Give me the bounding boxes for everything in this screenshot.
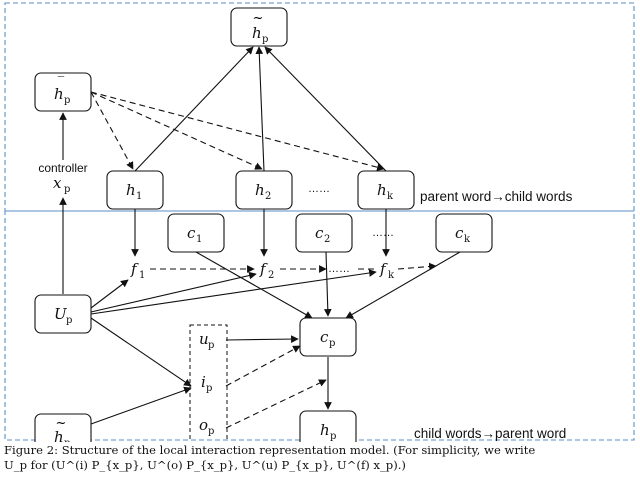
label-h1: h 1 [126, 181, 142, 202]
node-box-h-tilde-top [230, 7, 288, 47]
edge-up-to-f1 [90, 279, 129, 309]
node-box-ck [435, 213, 493, 253]
svg-text:p: p [64, 438, 70, 442]
svg-text:h: h [255, 181, 265, 199]
parent-to-child-label: parent word→child words [420, 189, 573, 204]
edge-up-to-gates [90, 317, 192, 387]
svg-text:2: 2 [265, 191, 271, 202]
edge-hk-to-htilde [264, 46, 387, 172]
svg-text:p: p [262, 34, 268, 45]
svg-text:p: p [208, 340, 214, 351]
svg-text:k: k [464, 234, 471, 245]
svg-text:h: h [54, 428, 64, 442]
svg-text:i: i [201, 373, 206, 391]
edge-ck-to-cp [345, 251, 461, 319]
dots-c: …… [372, 227, 394, 239]
svg-text:k: k [388, 270, 395, 281]
svg-text:~: ~ [56, 416, 67, 431]
label-ck: c k [455, 224, 471, 245]
edge-up-to-fk [90, 269, 377, 315]
edge-c2-to-cp [323, 251, 332, 317]
label-h-p-bottom: h p [320, 421, 336, 442]
node-box-c1 [167, 213, 225, 253]
edge-fk-to-right [397, 262, 437, 271]
label-f1: f 1 [130, 260, 145, 281]
svg-text:2: 2 [324, 234, 330, 245]
label-u-gate: u p [199, 330, 214, 351]
svg-text:h: h [54, 85, 64, 103]
label-u-p: U p [54, 305, 72, 326]
svg-text:h: h [126, 181, 136, 199]
label-hk: h k [377, 181, 394, 202]
edge-u-to-cp [225, 335, 299, 343]
edge-h2-to-htilde [255, 46, 265, 172]
svg-text:f: f [259, 260, 268, 278]
svg-text:c: c [455, 224, 464, 242]
figure-caption: Figure 2: Structure of the local interac… [4, 443, 636, 473]
child-to-parent-label: child words→parent word [414, 426, 566, 441]
edge-htilde-bottom-to-gates [90, 386, 192, 425]
edge-hbar-to-hk [90, 91, 385, 171]
edge-up-to-f2 [90, 271, 257, 313]
svg-text:1: 1 [136, 191, 142, 202]
svg-text:f: f [379, 260, 388, 278]
label-o-gate: o p [199, 416, 214, 437]
svg-text:u: u [199, 330, 209, 348]
edge-hbar-to-h1 [90, 91, 134, 170]
svg-text:k: k [387, 191, 394, 202]
svg-text:p: p [64, 95, 70, 106]
svg-text:h: h [377, 181, 387, 199]
svg-text:c: c [320, 328, 329, 346]
label-h-tilde-bottom: ~ h p [54, 416, 70, 442]
parent-to-child-region [4, 2, 635, 212]
label-h-bar-p: ‾ h p [54, 75, 70, 106]
label-fk: f k [379, 260, 395, 281]
label-c1: c 1 [187, 224, 202, 245]
svg-text:p: p [208, 426, 214, 437]
node-box-h-p-bottom [299, 410, 357, 442]
svg-text:1: 1 [139, 270, 145, 281]
svg-text:f: f [130, 260, 139, 278]
edge-o-to-cp-hp [225, 379, 327, 429]
svg-text:c: c [315, 224, 324, 242]
label-x-p: x p [53, 174, 70, 195]
label-h2: h 2 [255, 181, 271, 202]
dots-h: …… [308, 183, 330, 195]
edge-i-to-cp [225, 345, 301, 387]
label-c-p: c p [320, 328, 335, 349]
label-f2: f 2 [259, 260, 274, 281]
svg-text:h: h [320, 421, 330, 439]
accent: ~ [253, 11, 264, 26]
svg-text:2: 2 [268, 270, 274, 281]
controller-label: controller [38, 161, 87, 175]
edge-hbar-to-h2 [90, 91, 263, 170]
diagram: ~ h p ‾ h p h 1 h 2 h k c 1 c 2 c k f 1 … [4, 2, 635, 442]
svg-text:U: U [54, 305, 68, 323]
svg-text:h: h [252, 24, 262, 42]
caption-line-2: U_p for (U^(i) P_{x_p}, U^(o) P_{x_p}, U… [4, 458, 406, 472]
svg-text:p: p [66, 315, 72, 326]
label-c2: c 2 [315, 224, 330, 245]
svg-text:p: p [64, 184, 70, 195]
caption-line-1: Figure 2: Structure of the local interac… [4, 443, 536, 457]
node-box-c-p [299, 317, 357, 357]
svg-text:p: p [329, 338, 335, 349]
label-h-tilde-top: ~ h p [252, 11, 268, 45]
svg-text:c: c [187, 224, 196, 242]
edge-c1-to-cp [195, 251, 313, 319]
node-box-h-tilde-bottom [34, 413, 92, 442]
dots-f: …… [328, 263, 350, 275]
svg-text:1: 1 [196, 234, 202, 245]
label-i-gate: i p [201, 373, 212, 394]
svg-text:o: o [199, 416, 208, 434]
svg-text:‾: ‾ [58, 75, 65, 90]
node-box-c2 [295, 213, 353, 253]
svg-text:p: p [206, 383, 212, 394]
svg-text:p: p [330, 431, 336, 442]
svg-text:x: x [53, 174, 62, 192]
edge-h1-to-htilde [134, 46, 254, 172]
